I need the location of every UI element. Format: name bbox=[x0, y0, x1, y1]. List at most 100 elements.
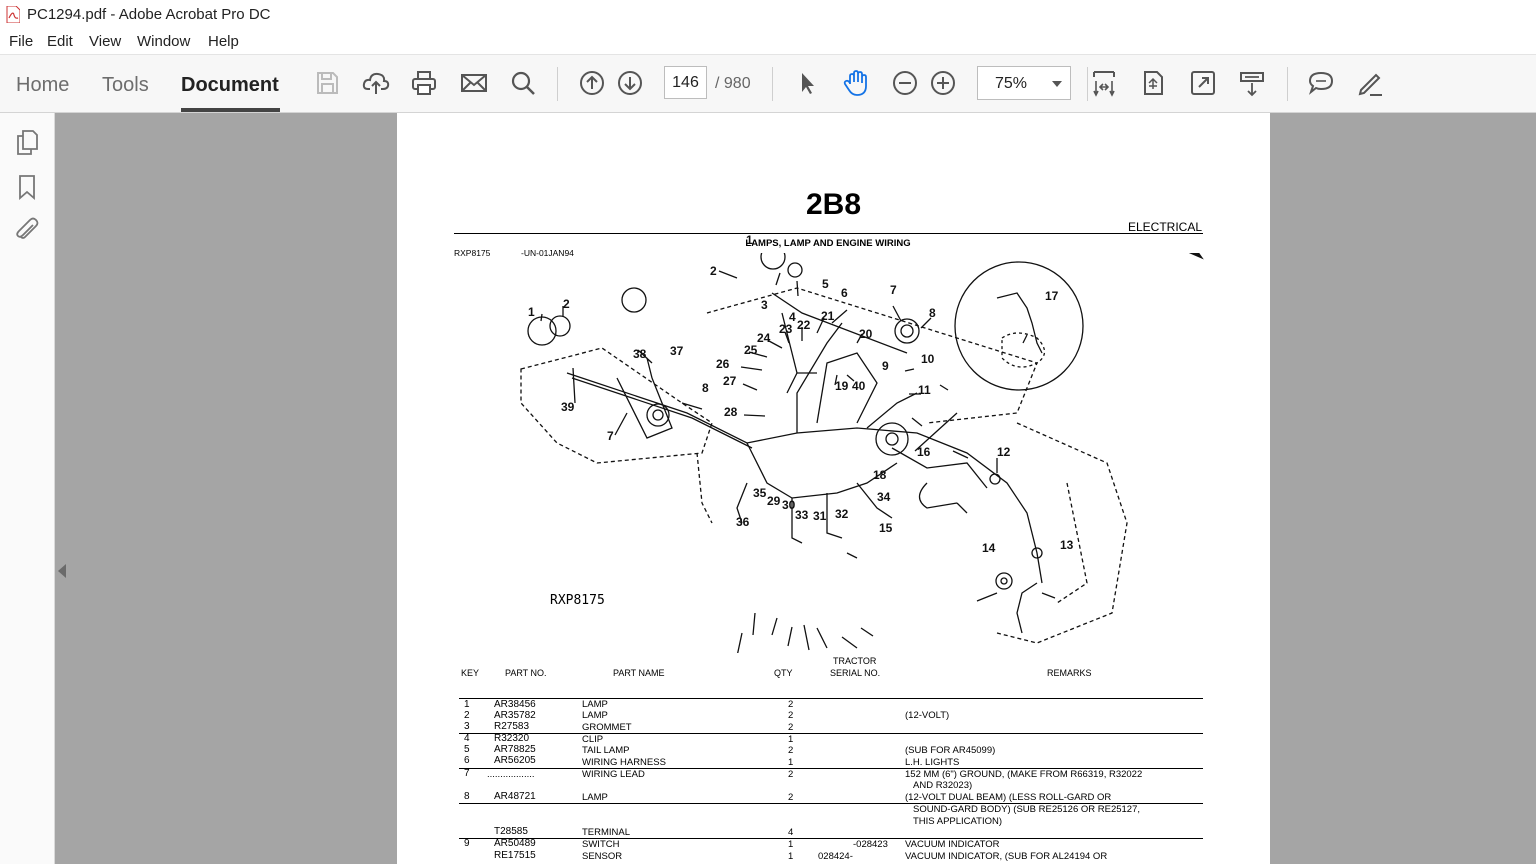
callout-label: 7 bbox=[890, 283, 897, 297]
zoom-in-icon[interactable] bbox=[927, 67, 959, 99]
menu-window[interactable]: Window bbox=[137, 33, 191, 50]
fit-page-icon[interactable] bbox=[1088, 67, 1120, 99]
callout-label: 37 bbox=[670, 344, 684, 358]
callout-label: 25 bbox=[744, 343, 758, 357]
zoom-dropdown[interactable]: 75% bbox=[977, 66, 1071, 100]
page-heading: 2B8 bbox=[805, 188, 862, 221]
callout-label: 40 bbox=[852, 379, 866, 393]
wiring-diagram bbox=[520, 253, 1204, 653]
tab-home[interactable]: Home bbox=[16, 74, 70, 96]
page-number-input[interactable]: 146 bbox=[664, 66, 707, 99]
table-rule bbox=[459, 698, 1203, 699]
print-icon[interactable] bbox=[408, 67, 440, 99]
pdf-file-icon bbox=[6, 6, 20, 23]
menu-help[interactable]: Help bbox=[208, 33, 239, 50]
callout-label: 2 bbox=[563, 297, 570, 311]
figure-title: LAMPS, LAMP AND ENGINE WIRING bbox=[745, 238, 911, 249]
fullscreen-icon[interactable] bbox=[1187, 67, 1219, 99]
callout-label: 14 bbox=[982, 541, 996, 555]
col-remarks: REMARKS bbox=[1047, 668, 1092, 678]
figure-reference: RXP8175 bbox=[454, 248, 491, 258]
rotate-icon[interactable] bbox=[1137, 67, 1169, 99]
table-rule bbox=[459, 733, 1203, 734]
hand-tool-icon[interactable] bbox=[840, 67, 872, 99]
upload-icon[interactable] bbox=[360, 67, 392, 99]
search-icon[interactable] bbox=[507, 67, 539, 99]
page-down-icon[interactable] bbox=[614, 67, 646, 99]
zoom-out-icon[interactable] bbox=[889, 67, 921, 99]
zoom-value: 75% bbox=[995, 75, 1028, 92]
callout-label: 34 bbox=[877, 490, 891, 504]
callout-label: 26 bbox=[716, 357, 730, 371]
figure-date: -UN-01JAN94 bbox=[521, 248, 574, 258]
col-serial-line1: TRACTOR bbox=[833, 656, 877, 666]
callout-label: 5 bbox=[822, 277, 829, 291]
tab-document[interactable]: Document bbox=[181, 74, 279, 96]
callout-label: 1 bbox=[528, 305, 535, 319]
callout-label: 27 bbox=[723, 374, 737, 388]
callout-label: 8 bbox=[929, 306, 936, 320]
callout-label: 11 bbox=[918, 383, 931, 397]
callout-label: 36 bbox=[736, 515, 750, 529]
callout-label: 17 bbox=[1045, 289, 1059, 303]
callout-label: 12 bbox=[997, 445, 1011, 459]
table-rule bbox=[459, 838, 1203, 839]
active-tab-indicator bbox=[181, 108, 280, 112]
callout-label: 20 bbox=[859, 327, 873, 341]
section-label: ELECTRICAL bbox=[1127, 220, 1202, 234]
menu-bar: File Edit View Window Help bbox=[0, 30, 1536, 55]
bookmark-icon[interactable] bbox=[13, 173, 41, 201]
tab-tools[interactable]: Tools bbox=[102, 74, 149, 96]
callout-label: 18 bbox=[873, 468, 887, 482]
callout-label: 22 bbox=[797, 318, 811, 332]
col-key: KEY bbox=[461, 668, 480, 678]
page-total: / 980 bbox=[715, 75, 751, 92]
scroll-mode-icon[interactable] bbox=[1236, 67, 1268, 99]
pdf-page: 2B8 ELECTRICAL LAMPS, LAMP AND ENGINE WI… bbox=[397, 113, 1270, 864]
left-navigation-rail bbox=[0, 113, 55, 864]
callout-label: 3 bbox=[761, 298, 768, 312]
page-up-icon[interactable] bbox=[576, 67, 608, 99]
callout-label: 29 bbox=[767, 494, 781, 508]
callout-label: 32 bbox=[835, 507, 849, 521]
callout-label: 6 bbox=[841, 286, 848, 300]
callout-label: 23 bbox=[779, 322, 793, 336]
window-title: PC1294.pdf - Adobe Acrobat Pro DC bbox=[27, 6, 271, 23]
callout-label: 24 bbox=[757, 331, 771, 345]
attachment-icon[interactable] bbox=[13, 216, 41, 244]
col-serial-line2: SERIAL NO. bbox=[830, 668, 881, 678]
callout-label: 1 bbox=[746, 233, 753, 247]
heading-rule bbox=[454, 233, 1203, 234]
callout-label: 8 bbox=[702, 381, 709, 395]
email-icon[interactable] bbox=[458, 67, 490, 99]
toolbar-separator bbox=[772, 67, 773, 101]
toolbar-separator bbox=[1287, 67, 1288, 101]
callout-label: 2 bbox=[710, 264, 717, 278]
menu-view[interactable]: View bbox=[89, 33, 122, 50]
menu-file[interactable]: File bbox=[9, 33, 34, 50]
save-icon[interactable] bbox=[311, 67, 343, 99]
callout-label: 10 bbox=[921, 352, 935, 366]
title-bar: PC1294.pdf - Adobe Acrobat Pro DC bbox=[0, 0, 1536, 30]
callout-label: 13 bbox=[1060, 538, 1074, 552]
panel-collapse-arrow-icon[interactable] bbox=[58, 564, 66, 578]
callout-label: 28 bbox=[724, 405, 738, 419]
toolbar-separator bbox=[1087, 67, 1088, 101]
callout-label: 38 bbox=[633, 347, 647, 361]
col-qty: QTY bbox=[774, 668, 793, 678]
sign-pen-icon[interactable] bbox=[1354, 67, 1386, 99]
comment-icon[interactable] bbox=[1305, 67, 1337, 99]
callout-label: 35 bbox=[753, 486, 767, 500]
menu-edit[interactable]: Edit bbox=[47, 33, 73, 50]
callout-label: 19 bbox=[835, 379, 849, 393]
chevron-down-icon bbox=[1052, 81, 1062, 87]
col-part-no: PART NO. bbox=[505, 668, 547, 678]
select-cursor-icon[interactable] bbox=[791, 67, 823, 99]
col-part-name: PART NAME bbox=[613, 668, 665, 678]
table-rule bbox=[459, 768, 1203, 769]
figure-caption: RXP8175 bbox=[550, 593, 605, 608]
document-viewer[interactable]: 2B8 ELECTRICAL LAMPS, LAMP AND ENGINE WI… bbox=[55, 113, 1536, 864]
main-toolbar: Home Tools Document 146 / 980 75% bbox=[0, 55, 1536, 113]
callout-label: 21 bbox=[821, 309, 835, 323]
pages-panel-icon[interactable] bbox=[13, 128, 41, 156]
